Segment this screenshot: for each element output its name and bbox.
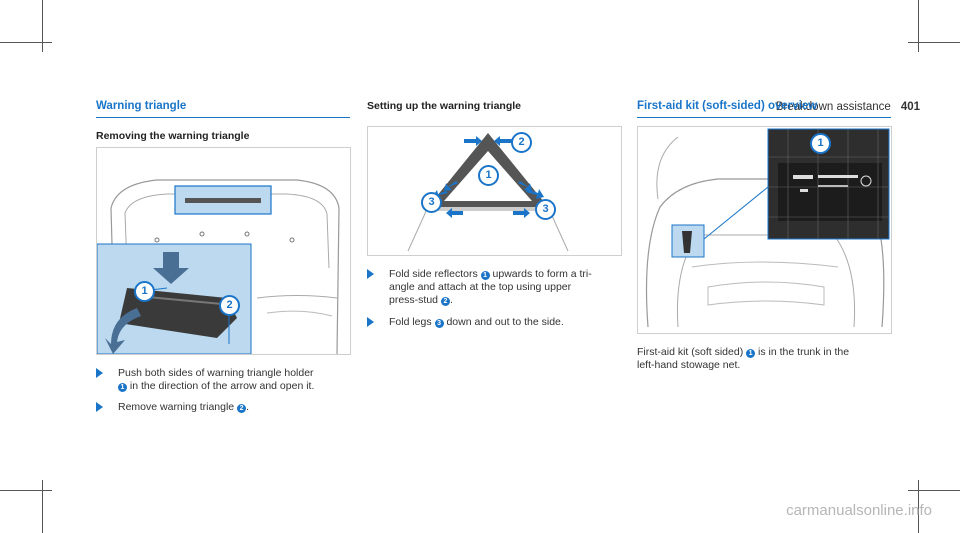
number-badge: 1 [746,349,756,358]
step-text: Fold side reflectors [389,268,478,280]
first-aid-description: First-aid kit (soft sided) 1 is in the t… [637,346,891,374]
crop-mark [918,480,919,533]
callout-label: 1 [817,137,824,149]
crop-mark [42,480,43,533]
step-text: . [449,294,453,306]
step-text: Push both sides of warning triangle hold… [118,367,314,379]
column-first-aid: First-aid kit (soft-sided) overview [637,100,891,130]
step-arrow-icon [96,402,103,412]
figure-first-aid-kit: 1 [637,126,892,334]
step-text: Fold legs [389,316,432,328]
number-badge: 2 [237,404,247,413]
step-text: angle and attach at the top using upper [389,281,572,293]
figure-setup-triangle: 1 2 3 3 [367,126,622,256]
callout-label: 2 [518,136,525,148]
instruction-step: Fold legs 3 down and out to the side. [367,316,621,330]
section-rule [96,117,350,118]
section-name: Breakdown assistance [775,101,891,113]
number-badge: 2 [440,297,450,306]
body-text: is in the trunk in the [758,346,850,358]
subsection-title: Setting up the warning triangle [367,100,522,112]
crop-mark [908,42,960,43]
column-warning-triangle: Warning triangle Removing the warning tr… [96,100,350,154]
callout-label: 1 [141,285,148,297]
page-number: 401 [900,101,920,113]
callout-2: 2 [511,132,532,153]
instruction-step: Remove warning triangle 2. [96,401,350,415]
page-header: Breakdown assistance 401 [776,101,920,113]
callout-label: 3 [428,196,435,208]
body-text: left-hand stowage net. [637,359,741,371]
callout-label: 3 [542,203,549,215]
section-rule [637,117,891,118]
subsection-title: Removing the warning triangle [96,130,250,142]
crop-mark [918,0,919,52]
step-arrow-icon [367,317,374,327]
callout-1: 1 [478,165,499,186]
triangle-illustration [407,133,569,252]
crop-mark [42,0,43,52]
callout-label: 2 [226,299,233,311]
column-setting-up: Setting up the warning triangle [367,100,621,124]
step-text: press-stud [389,294,439,306]
step-text: Remove warning triangle [118,401,235,413]
trunk-lid-illustration [97,179,340,354]
figure-remove-triangle: 1 2 [96,147,351,355]
step-arrow-icon [96,368,103,378]
crop-mark [908,490,960,491]
watermark: carmanualsonline.info [786,502,932,519]
callout-1: 1 [134,281,155,302]
step-text: in the direction of the arrow and open i… [129,380,315,392]
callout-label: 1 [485,169,492,181]
callout-2: 2 [219,295,240,316]
crop-mark [0,490,52,491]
section-title: Warning triangle [96,100,187,112]
step-text: . [246,401,249,413]
callout-3-left: 3 [421,192,442,213]
step-arrow-icon [367,269,374,279]
instruction-step: Fold side reflectors 1 upwards to form a… [367,268,621,310]
number-badge: 1 [118,383,127,392]
crop-mark [0,42,52,43]
number-badge: 3 [434,319,444,328]
trunk-illustration [645,128,890,328]
number-badge: 1 [480,271,490,280]
step-text: down and out to the side. [446,316,564,328]
section-title: First-aid kit (soft-sided) overview [637,100,818,112]
callout-3-right: 3 [535,199,556,220]
callout-1: 1 [810,133,831,154]
instruction-step: Push both sides of warning triangle hold… [96,367,350,395]
step-text: upwards to form a tri- [492,268,592,280]
body-text: First-aid kit (soft sided) [637,346,744,358]
